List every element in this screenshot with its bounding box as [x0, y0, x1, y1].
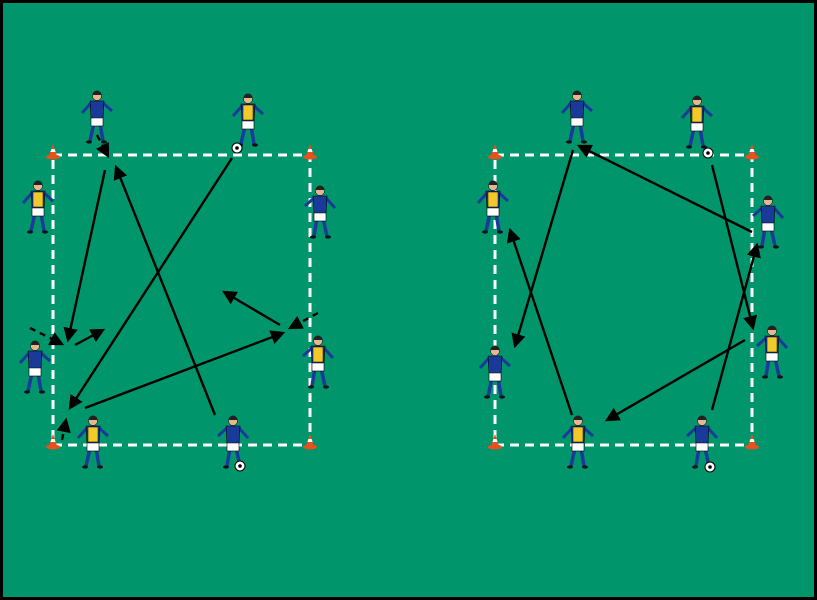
pass-arrow: [84, 330, 286, 410]
player-yellow-bib: [76, 415, 109, 469]
player-blue: [686, 415, 719, 469]
player-blue: [478, 345, 511, 399]
player-blue: [18, 340, 51, 394]
grid-boundary: [493, 153, 754, 447]
player-yellow-bib: [302, 335, 335, 389]
player-yellow-bib: [231, 93, 264, 147]
ball-icon: [234, 460, 246, 472]
cone-icon: [745, 434, 759, 450]
cone-icon: [488, 144, 502, 160]
player-blue: [217, 415, 250, 469]
player-blue: [304, 185, 337, 239]
ball-icon: [702, 147, 714, 159]
cone-icon: [745, 144, 759, 160]
player-yellow-bib: [680, 95, 713, 149]
pass-arrow: [221, 290, 281, 327]
player-yellow-bib: [476, 180, 509, 234]
player-yellow-bib: [21, 180, 54, 234]
player-yellow-bib: [561, 415, 594, 469]
player-blue: [752, 195, 785, 249]
pass-arrow: [511, 149, 575, 349]
pass-arrow: [63, 169, 107, 343]
run-arrow: [287, 311, 319, 330]
run-arrow: [29, 326, 65, 346]
player-yellow-bib: [756, 325, 789, 379]
pass-arrow: [74, 328, 106, 347]
cone-icon: [303, 434, 317, 450]
pass-arrow: [506, 227, 574, 416]
cone-icon: [488, 434, 502, 450]
player-blue: [80, 90, 113, 144]
run-arrow: [95, 134, 110, 159]
grid-boundary: [51, 153, 312, 447]
cone-icon: [303, 144, 317, 160]
ball-icon: [704, 461, 716, 473]
cone-icon: [46, 434, 60, 450]
player-blue: [560, 90, 593, 144]
pass-arrow: [604, 338, 746, 422]
pass-arrow: [68, 157, 234, 411]
cone-icon: [46, 144, 60, 160]
ball-icon: [231, 142, 243, 154]
run-arrow: [56, 417, 71, 441]
pitch-background: [3, 3, 814, 597]
pass-arrow: [113, 164, 217, 416]
pass-arrow: [710, 242, 761, 411]
pass-arrow: [576, 144, 753, 234]
pass-arrow: [710, 164, 758, 331]
